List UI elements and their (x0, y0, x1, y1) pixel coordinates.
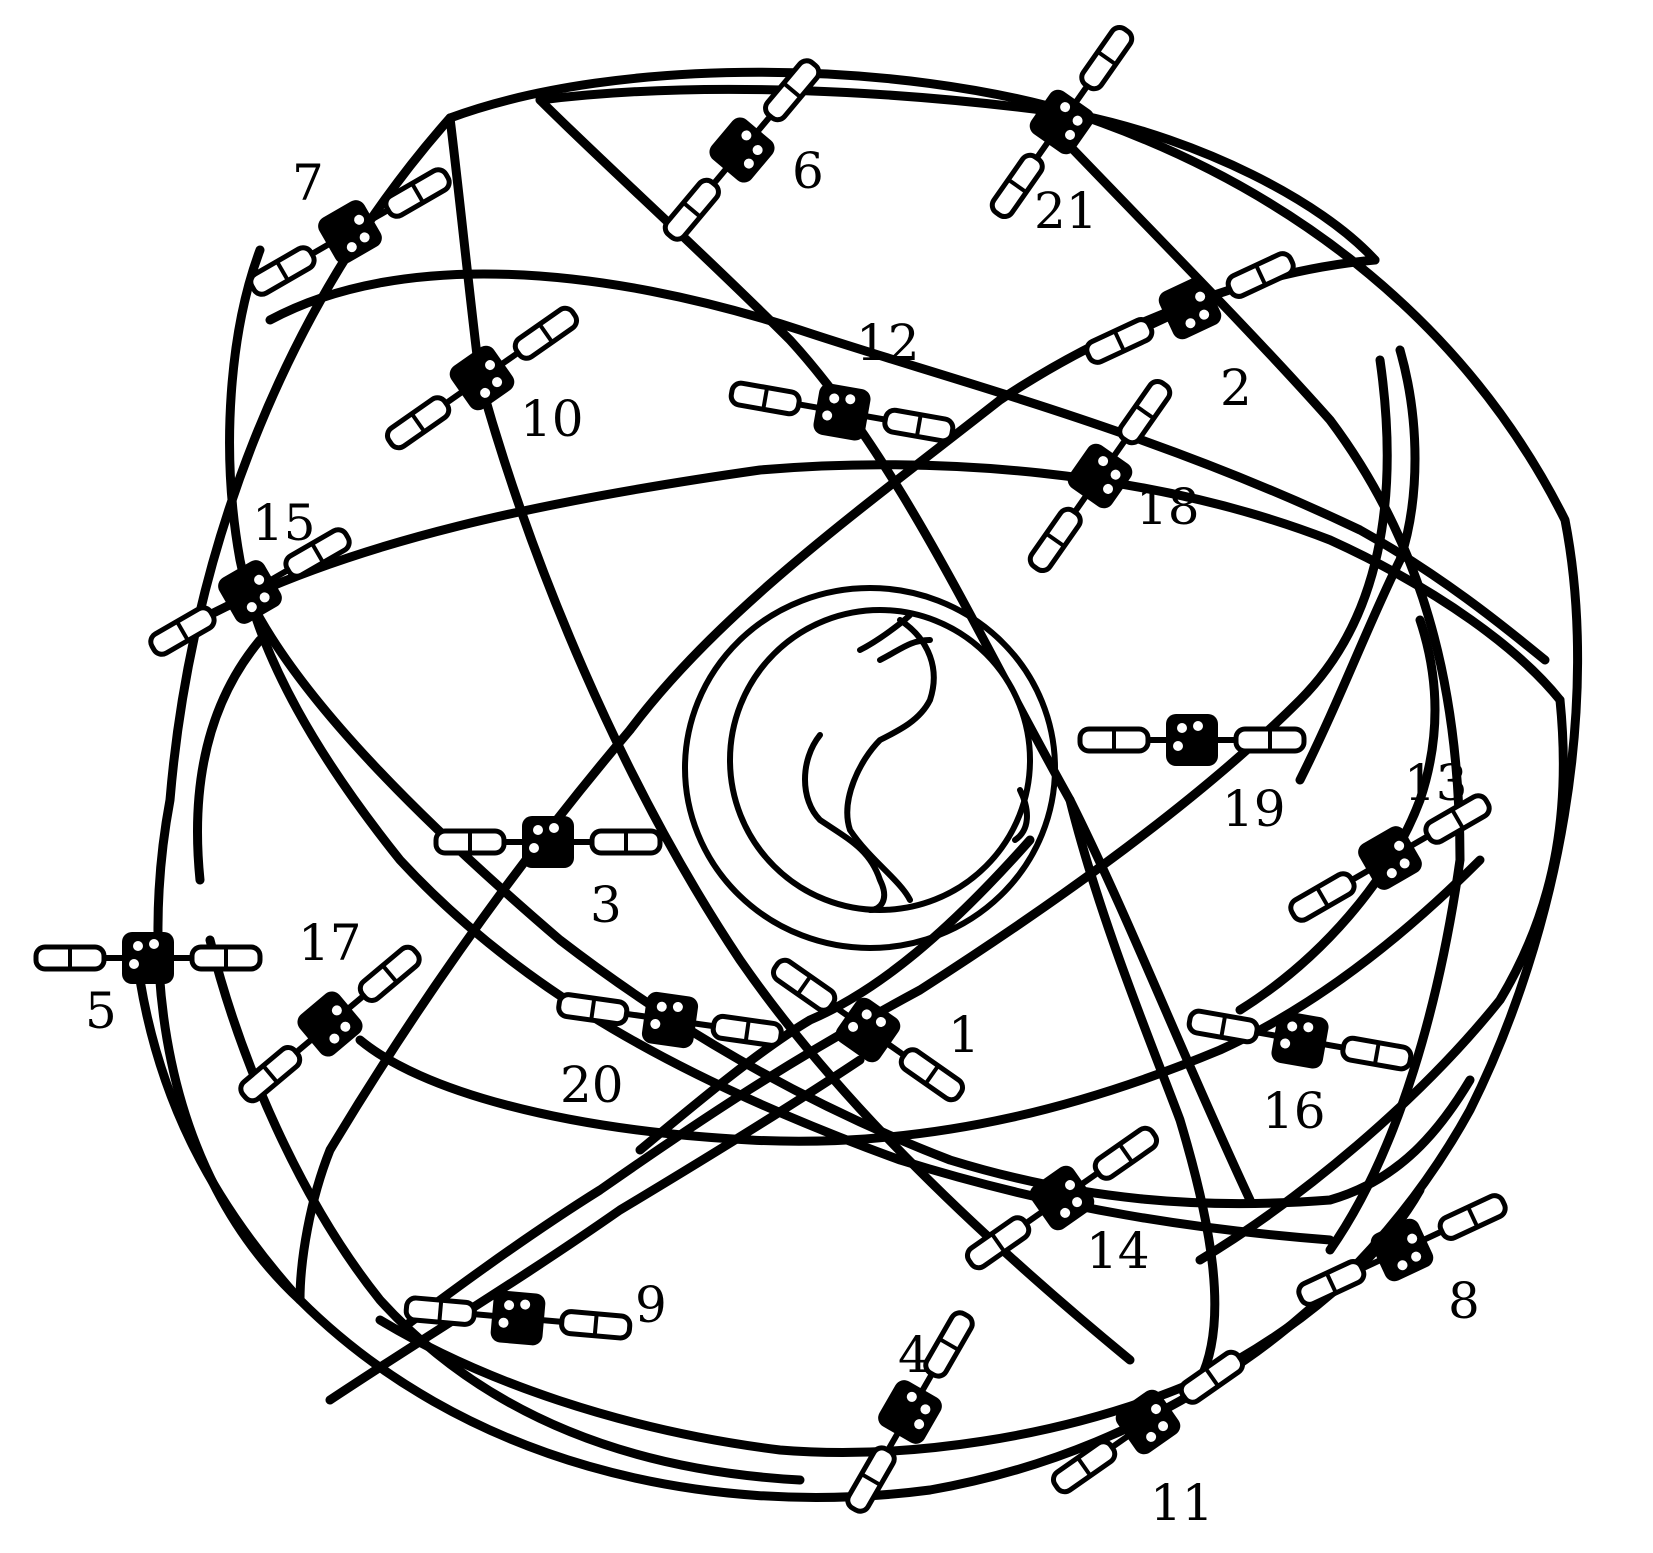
orbit-line (135, 975, 305, 1305)
satellite-icon (1027, 378, 1173, 574)
satellite-label-3: 3 (590, 876, 622, 934)
satellite-label-15: 15 (252, 494, 316, 552)
orbit-line (195, 460, 1565, 705)
satellite-label-18: 18 (1136, 478, 1200, 536)
satellite-body (1067, 443, 1133, 509)
satellite-body (1166, 714, 1218, 766)
satellite-body (1029, 89, 1095, 155)
satellite-label-21: 21 (1034, 182, 1098, 240)
satellite-label-10: 10 (520, 390, 584, 448)
satellite-body (1271, 1011, 1329, 1069)
satellite-body (490, 1290, 546, 1346)
continent-outline (857, 612, 933, 663)
orbit-line (1235, 615, 1440, 1015)
orbit-line (1065, 795, 1220, 1385)
satellite-label-2: 2 (1220, 359, 1252, 417)
satellite-icon (238, 944, 422, 1104)
satellite-body (1370, 1218, 1434, 1282)
satellite-icon (964, 1125, 1160, 1271)
satellite-icon (433, 816, 663, 868)
satellite-body (641, 991, 699, 1049)
satellite-body (813, 383, 871, 441)
satellite-icon (33, 932, 263, 984)
satellite-body (1115, 1389, 1181, 1455)
satellite-label-20: 20 (560, 1056, 624, 1114)
satellite-label-5: 5 (85, 982, 117, 1040)
satellite-body (522, 816, 574, 868)
satellite-body (449, 345, 515, 411)
satellite-icon (662, 58, 822, 242)
satellite-icon (728, 380, 956, 444)
satellite-body (835, 997, 901, 1063)
satellite-label-13: 13 (1404, 754, 1468, 812)
satellite-body (122, 932, 174, 984)
satellite-body (297, 991, 363, 1057)
satellite-icon (556, 991, 784, 1049)
satellite-icon (1077, 714, 1307, 766)
satellite-body (1158, 276, 1222, 340)
satellite-icon (1186, 1008, 1414, 1072)
satellite-label-14: 14 (1086, 1222, 1150, 1280)
satellite-label-6: 6 (792, 142, 824, 200)
satellite-icon (248, 167, 452, 297)
satellite-icon (1084, 251, 1296, 365)
continent-outline (844, 617, 937, 903)
satellite-icon (1288, 793, 1492, 923)
satellite-label-1: 1 (948, 1006, 980, 1064)
earth-orbit-ring (682, 585, 1058, 951)
satellite-icon (1050, 1349, 1246, 1495)
satellite-labels: 1 2 3 4 5 6 7 8 9 10 11 12 13 14 15 16 1… (85, 142, 1480, 1532)
satellite-body (709, 117, 775, 183)
satellite-label-9: 9 (635, 1276, 667, 1334)
satellite-icon (384, 305, 580, 451)
continent-outline (1012, 787, 1030, 843)
satellite-icon (148, 527, 352, 657)
satellite-label-19: 19 (1222, 780, 1286, 838)
earth-globe (682, 585, 1058, 951)
satellite-label-11: 11 (1150, 1474, 1214, 1532)
satellite-label-7: 7 (292, 154, 324, 212)
satellite-label-12: 12 (856, 314, 920, 372)
satellite-body (1029, 1165, 1095, 1231)
satellite-icon (845, 1310, 975, 1514)
orbit-line (325, 1055, 865, 1405)
satellite-body (1358, 826, 1422, 890)
satellite-icon (770, 957, 966, 1103)
orbit-line (193, 635, 265, 885)
orbit-line (1295, 345, 1420, 785)
orbit-line (205, 935, 805, 1485)
satellite-label-8: 8 (1448, 1272, 1480, 1330)
satellite-body (218, 560, 282, 624)
satellite-label-16: 16 (1262, 1082, 1326, 1140)
orbit-line (1195, 695, 1568, 1265)
satellite-label-4: 4 (898, 1326, 930, 1384)
orbit-line (395, 355, 1392, 1335)
satellite-icon (403, 1290, 633, 1346)
satellites (33, 24, 1508, 1514)
orbit-line (355, 855, 1485, 1146)
satellite-body (878, 1380, 942, 1444)
satellite-icon (989, 24, 1135, 220)
orbit-line (245, 595, 1475, 1209)
orbit-line (635, 835, 1035, 1155)
satellite-label-17: 17 (298, 914, 362, 972)
orbit-lines (135, 67, 1583, 1502)
continent-outline (802, 732, 888, 913)
satellite-icon (1296, 1193, 1508, 1307)
satellite-body (318, 200, 382, 264)
orbit-line (265, 269, 1550, 665)
